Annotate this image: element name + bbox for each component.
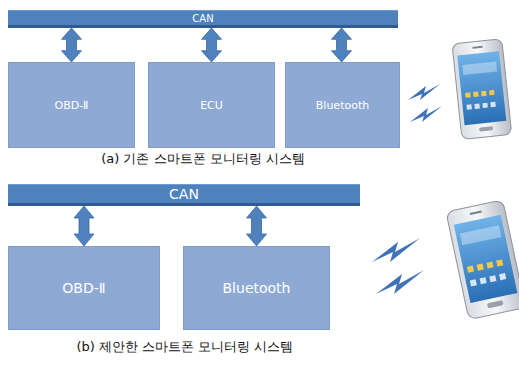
node-text: OBD-Ⅱ xyxy=(62,280,105,296)
wireless-bolt xyxy=(408,84,442,122)
node-text: OBD-Ⅱ xyxy=(54,99,88,112)
double-arrow xyxy=(247,206,267,246)
double-arrow xyxy=(74,206,94,246)
bus-band: CAN xyxy=(8,184,360,206)
double-arrow xyxy=(332,28,352,62)
smartphone xyxy=(446,200,519,320)
caption-label: (a) 기존 스마트폰 모니터링 시스템 xyxy=(101,150,305,168)
module-box: OBD-Ⅱ xyxy=(8,246,160,330)
node-text: Bluetooth xyxy=(316,99,369,112)
caption-label: (b) 제안한 스마트폰 모니터링 시스템 xyxy=(77,338,294,356)
wireless-bolt xyxy=(372,238,424,294)
double-arrow xyxy=(202,28,222,62)
module-box: Bluetooth xyxy=(183,246,330,330)
double-arrow xyxy=(62,28,82,62)
smartphone xyxy=(452,39,512,140)
module-box: ECU xyxy=(148,62,275,148)
bus-band: CAN xyxy=(8,10,398,28)
node-text: Bluetooth xyxy=(223,280,291,296)
node-text: CAN xyxy=(192,13,213,24)
module-box: OBD-Ⅱ xyxy=(8,62,135,148)
node-text: ECU xyxy=(200,99,223,112)
node-text: CAN xyxy=(169,186,199,202)
module-box: Bluetooth xyxy=(285,62,400,148)
